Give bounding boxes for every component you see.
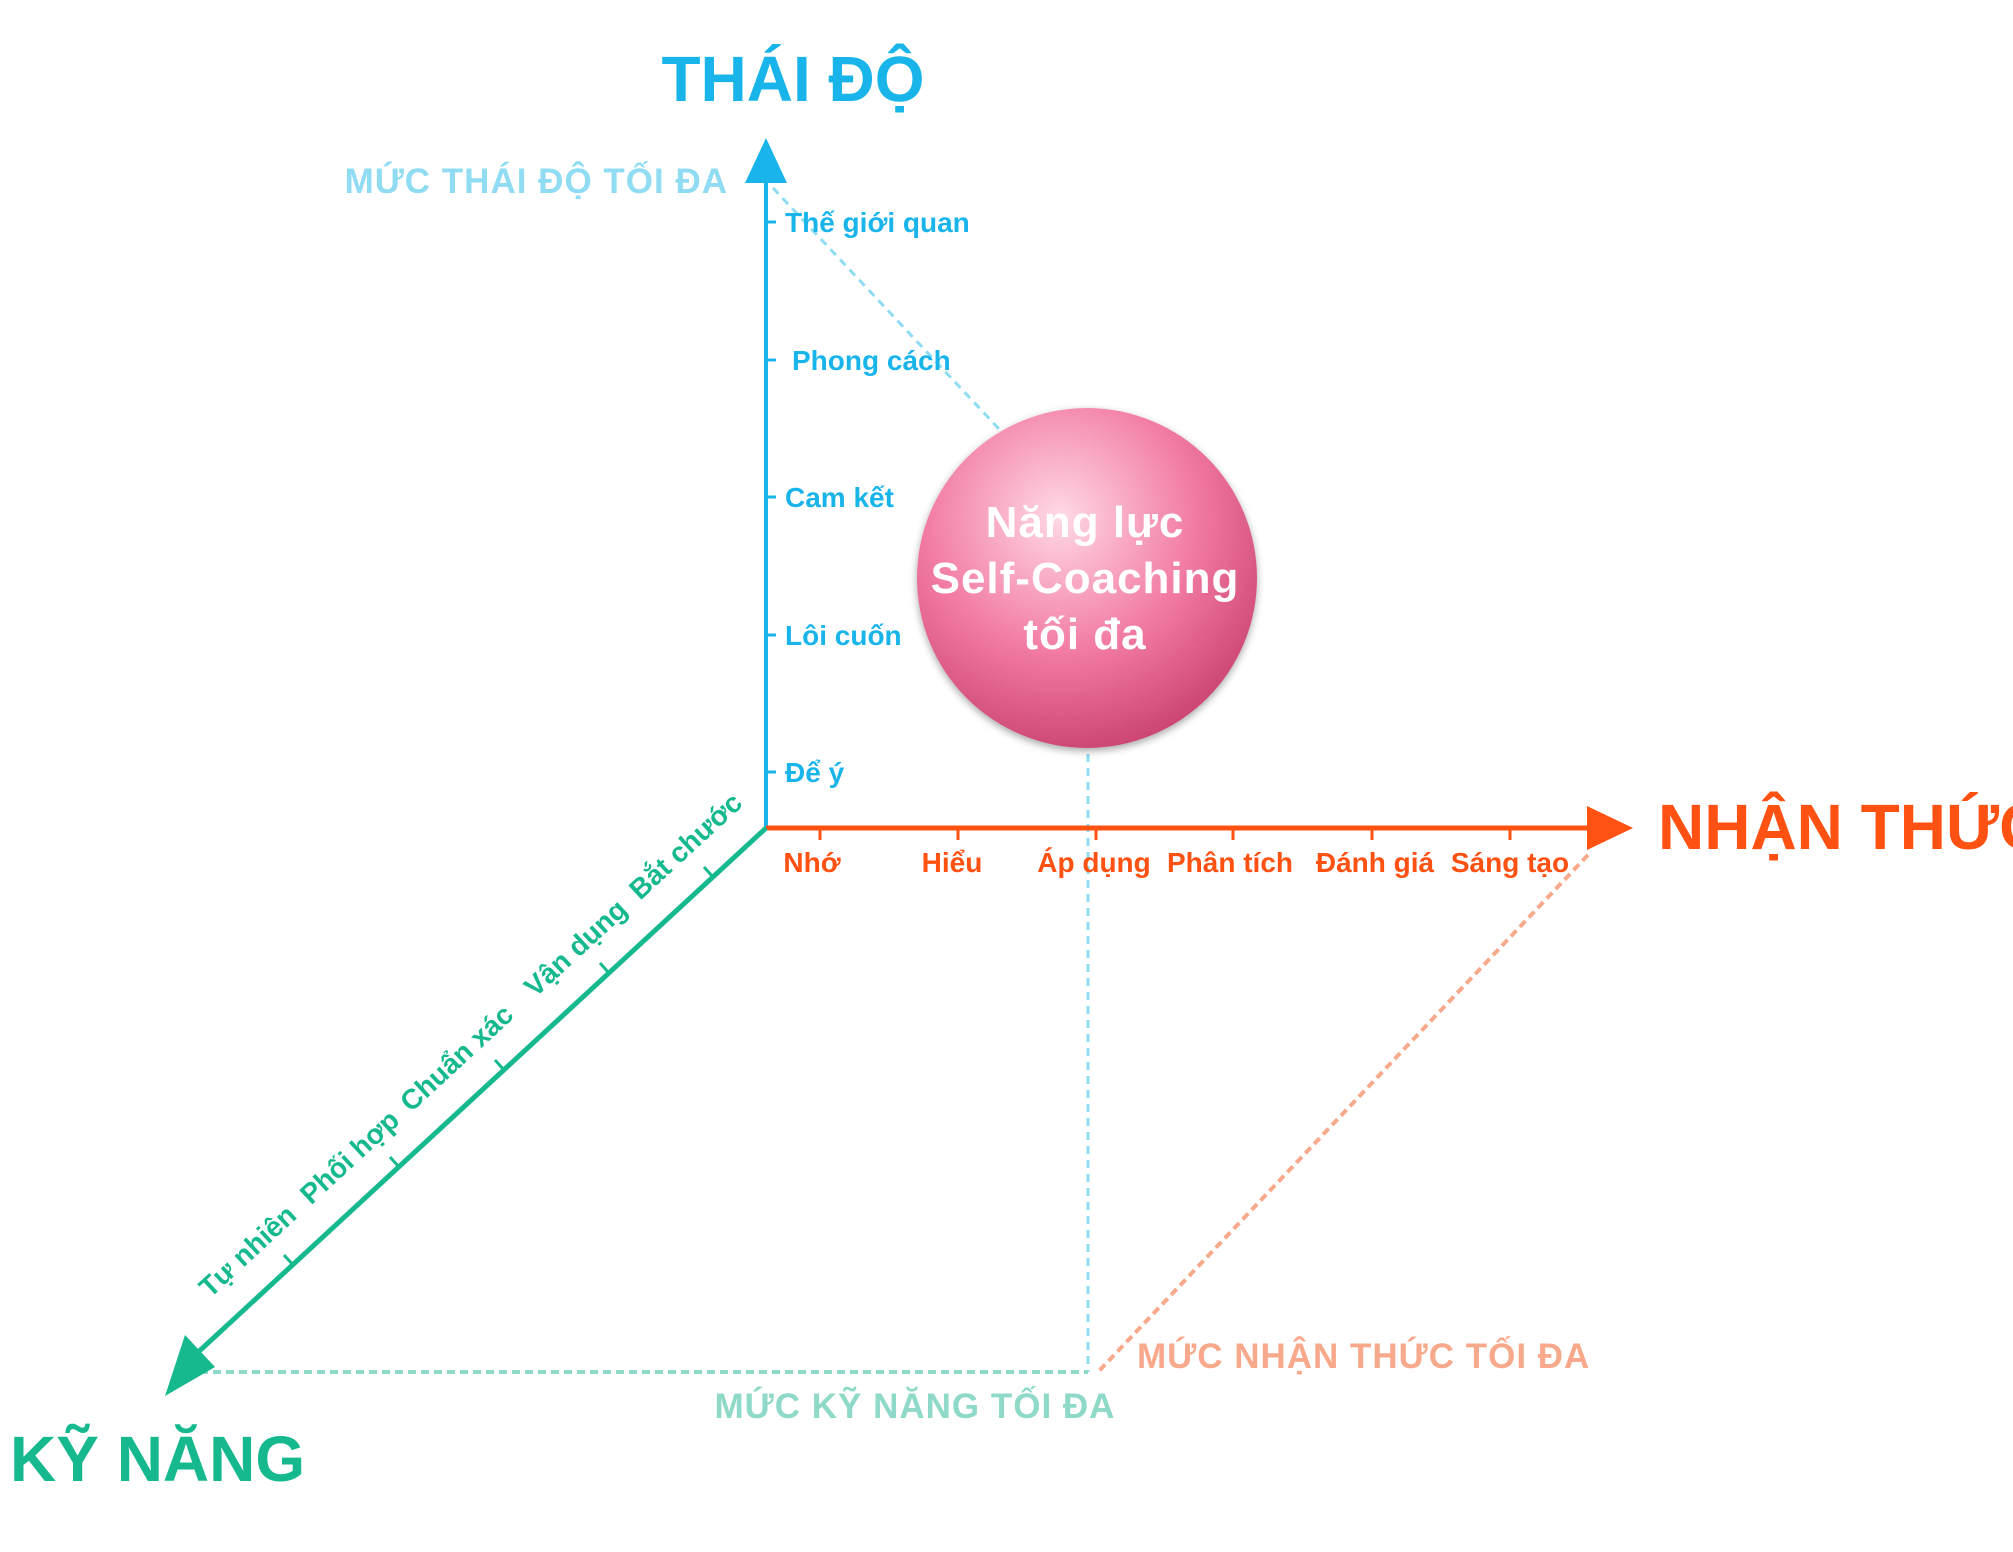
tick-mark <box>388 1155 401 1169</box>
skill-tick-label: Phối hợp <box>294 1104 405 1210</box>
tick-mark <box>493 1058 506 1072</box>
knowledge-tick-label: Nhớ <box>783 847 840 878</box>
attitude-tick-label: Lôi cuốn <box>785 620 902 651</box>
skill-axis <box>193 826 768 1357</box>
skill-max-label: MỨC KỸ NĂNG TỐI ĐA <box>715 1386 1116 1426</box>
skill-axis-title: KỸ NĂNG <box>10 1423 305 1495</box>
attitude-tick-label: Để ý <box>785 757 845 788</box>
attitude-tick-label: Cam kết <box>785 482 894 513</box>
self-coaching-sphere: Năng lực Self-Coaching tối đa <box>917 408 1257 748</box>
knowledge-tick-marks <box>818 828 1512 840</box>
sphere-text-line: Năng lực <box>986 498 1185 547</box>
knowledge-max-guide-line <box>1096 853 1590 1374</box>
skill-tick-marks <box>282 865 715 1267</box>
skill-tick-label: Vận dụng <box>518 893 633 1002</box>
knowledge-tick-label: Đánh giá <box>1316 847 1435 878</box>
knowledge-tick-label: Áp dụng <box>1037 847 1151 878</box>
triangle-arrow-icon <box>165 1335 215 1396</box>
skill-tick-label: Chuẩn xác <box>394 999 519 1118</box>
sphere-shape <box>917 408 1257 748</box>
triangle-arrow-icon <box>1587 806 1633 850</box>
tick-mark <box>702 865 715 879</box>
sphere-text-line: tối đa <box>1023 610 1146 659</box>
knowledge-tick-label: Hiểu <box>922 847 983 878</box>
knowledge-tick-label: Sáng tạo <box>1451 847 1569 878</box>
attitude-tick-marks <box>766 220 776 774</box>
tick-mark <box>598 961 611 975</box>
attitude-max-label: MỨC THÁI ĐỘ TỐI ĐA <box>345 161 728 201</box>
skill-tick-label: Tự nhiên <box>193 1199 302 1303</box>
triangle-arrow-icon <box>745 138 787 183</box>
attitude-tick-label: Thế giới quan <box>785 207 970 238</box>
knowledge-tick-label: Phân tích <box>1167 847 1293 878</box>
tick-mark <box>282 1253 295 1267</box>
skill-tick-label: Bắt chước <box>623 787 748 906</box>
attitude-tick-label: Phong cách <box>792 345 951 376</box>
sphere-text-line: Self-Coaching <box>931 554 1240 603</box>
attitude-axis-title: THÁI ĐỘ <box>661 42 924 115</box>
knowledge-max-label: MỨC NHẬN THỨC TỐI ĐA <box>1137 1336 1590 1376</box>
knowledge-axis-title: NHẬN THỨC <box>1658 790 2013 863</box>
